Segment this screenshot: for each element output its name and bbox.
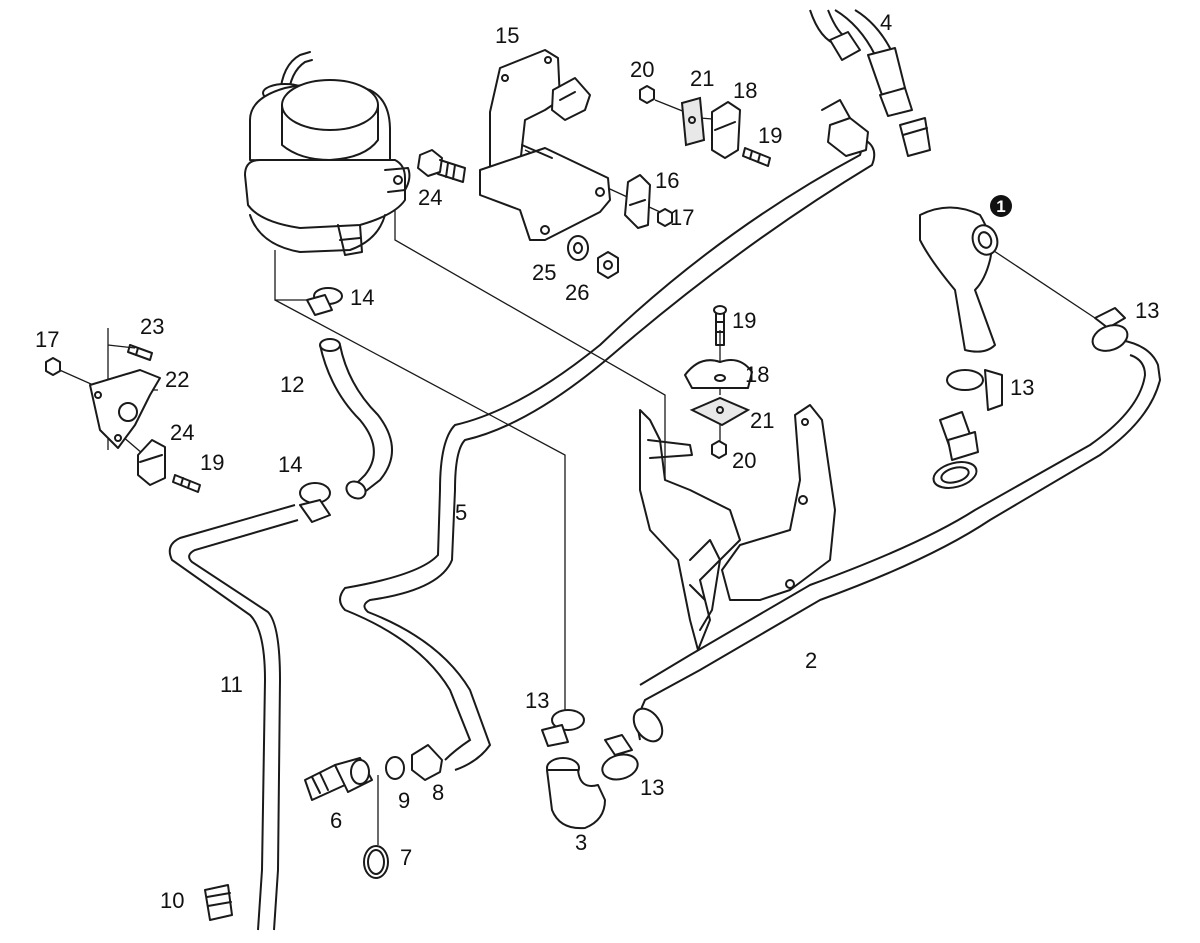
bolt-23 (127, 344, 153, 361)
clamp-24-left (137, 439, 166, 486)
fitting-10 (204, 884, 233, 921)
callout-14-top: 14 (350, 285, 374, 310)
callout-3: 3 (575, 830, 587, 855)
callout-25: 25 (532, 260, 556, 285)
steering-box-bracket (639, 404, 836, 651)
callout-17-left: 17 (35, 327, 59, 352)
callout-19-center: 19 (732, 308, 756, 333)
callout-13-lower: 13 (640, 775, 664, 800)
nut-20-center (711, 440, 727, 459)
nut-20-top (639, 85, 655, 104)
callout-26: 26 (565, 280, 589, 305)
hose-4 (809, 9, 931, 157)
hose-3 (546, 757, 606, 830)
nut-26 (597, 251, 619, 279)
callout-13-right-lower: 13 (1010, 375, 1034, 400)
callout-5: 5 (455, 500, 467, 525)
reservoir (244, 51, 411, 256)
callout-24-left: 24 (170, 420, 194, 445)
washer-9 (385, 756, 405, 780)
callout-23: 23 (140, 314, 164, 339)
callout-18-center: 18 (745, 362, 769, 387)
clamp-18-top (711, 101, 741, 159)
bolt-19-left (172, 474, 201, 493)
callout-15: 15 (495, 23, 519, 48)
union-fitting-right (932, 411, 979, 489)
leader-lines (54, 99, 1099, 845)
nut-8 (411, 744, 443, 781)
callout-13-right-upper: 13 (1135, 298, 1159, 323)
callout-11: 11 (220, 672, 243, 697)
callout-6: 6 (330, 808, 342, 833)
callout-labels: 1 2 3 4 5 6 7 8 9 10 11 12 13 13 13 13 1… (35, 10, 1159, 913)
callout-18-top: 18 (733, 78, 757, 103)
nut-17-top (657, 208, 673, 227)
callout-4: 4 (880, 10, 892, 35)
callout-10: 10 (160, 888, 184, 913)
hose-1 (919, 206, 999, 353)
washer-25 (567, 235, 589, 261)
callout-22: 22 (165, 367, 189, 392)
callout-12: 12 (280, 372, 304, 397)
callout-16: 16 (655, 168, 679, 193)
callout-14-left: 14 (278, 452, 302, 477)
callout-8: 8 (432, 780, 444, 805)
bracket-15 (479, 49, 611, 241)
clamp-13-lower (601, 734, 639, 781)
callout-20-center: 20 (732, 448, 756, 473)
clip-16 (624, 174, 651, 229)
plate-21-center (689, 396, 751, 427)
hose-11 (168, 504, 299, 931)
bolt-19-center (713, 305, 727, 346)
callout-19-top: 19 (758, 123, 782, 148)
callout-1-badge (990, 195, 1012, 217)
callout-13-center: 13 (525, 688, 549, 713)
pipe-5 (339, 99, 876, 771)
callout-24-top: 24 (418, 185, 442, 210)
clamp-18-center (684, 359, 753, 389)
o-ring-7 (363, 845, 389, 879)
stud (521, 144, 553, 159)
nut-17-left (45, 357, 61, 376)
clamp-14-top (306, 287, 343, 316)
callout-7: 7 (400, 845, 412, 870)
clamp-13-center (541, 709, 585, 747)
hose-2 (632, 339, 1162, 743)
callout-1: 1 (996, 197, 1005, 216)
callout-17-top: 17 (670, 205, 694, 230)
bracket-22 (89, 369, 161, 449)
hose-12 (319, 338, 393, 500)
plate-21-top (680, 96, 706, 147)
bolt-19-top (742, 147, 771, 167)
callout-19-left: 19 (200, 450, 224, 475)
callout-9: 9 (398, 788, 410, 813)
clamp-13-right-upper (1091, 307, 1129, 352)
callout-21-top: 21 (690, 66, 714, 91)
callout-2: 2 (805, 648, 817, 673)
callout-21-center: 21 (750, 408, 774, 433)
bolt-24-top (417, 149, 466, 183)
clamp-14-left (299, 482, 331, 523)
callout-20-top: 20 (630, 57, 654, 82)
adapter-6 (304, 757, 373, 801)
clamp-13-right-lower (946, 369, 1003, 411)
